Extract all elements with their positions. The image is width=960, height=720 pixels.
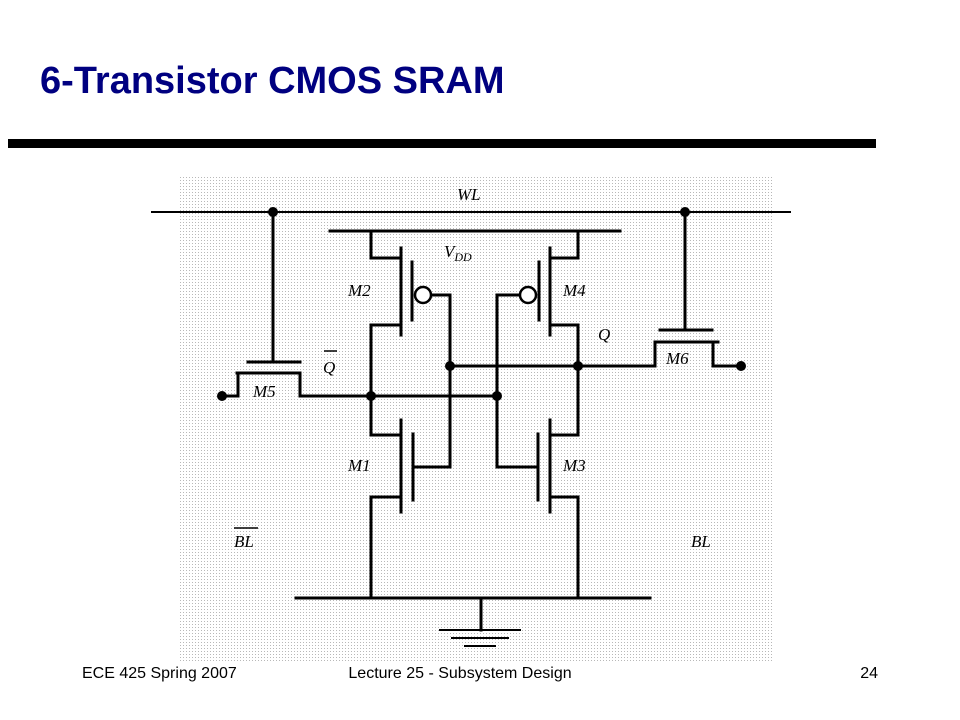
q-label: Q bbox=[598, 325, 610, 344]
m3-drain-wire bbox=[548, 364, 580, 437]
q-junction-left bbox=[445, 361, 455, 371]
bl-terminal bbox=[736, 361, 746, 371]
bl-label: BL bbox=[691, 532, 711, 551]
m4-label: M4 bbox=[562, 281, 586, 300]
m1-label: M1 bbox=[347, 456, 371, 475]
footer-page-number: 24 bbox=[860, 665, 878, 682]
wordline-label: WL bbox=[457, 185, 481, 204]
bl-bar-terminal bbox=[217, 391, 227, 401]
footer-lecture: Lecture 25 - Subsystem Design bbox=[348, 665, 572, 682]
m2-label: M2 bbox=[347, 281, 371, 300]
m4-gate-bubble bbox=[518, 285, 538, 305]
m2-drain-wire bbox=[369, 323, 403, 397]
qbar-junction-right bbox=[492, 391, 502, 401]
m4-source-wire bbox=[548, 229, 580, 260]
title-divider bbox=[8, 139, 876, 148]
m4-drain-wire bbox=[548, 323, 580, 368]
footer-course: ECE 425 Spring 2007 bbox=[82, 665, 237, 682]
qbar-junction-left bbox=[366, 391, 376, 401]
m2-gate-wire bbox=[413, 293, 452, 469]
m2-source-wire bbox=[369, 229, 402, 260]
qbar-label: Q bbox=[323, 358, 335, 377]
m6-right-terminal bbox=[711, 340, 742, 368]
m3-source-wire bbox=[548, 495, 580, 599]
q-junction-right bbox=[573, 361, 583, 371]
vdd-label: VDD bbox=[444, 242, 472, 264]
wl-junction-left bbox=[268, 207, 278, 217]
m2-gate-bubble bbox=[413, 285, 433, 305]
m3-label: M3 bbox=[562, 456, 586, 475]
slide-title: 6-Transistor CMOS SRAM bbox=[40, 60, 505, 102]
m5-label: M5 bbox=[252, 382, 276, 401]
wl-junction-right bbox=[680, 207, 690, 217]
bl-bar-label: BL bbox=[234, 532, 254, 551]
m1-source-wire bbox=[369, 495, 402, 599]
schematic-background bbox=[180, 175, 772, 661]
m5-left-terminal bbox=[220, 371, 240, 398]
m6-label: M6 bbox=[665, 349, 689, 368]
m1-drain-wire bbox=[369, 393, 402, 437]
m4-gate-wire bbox=[495, 293, 538, 469]
